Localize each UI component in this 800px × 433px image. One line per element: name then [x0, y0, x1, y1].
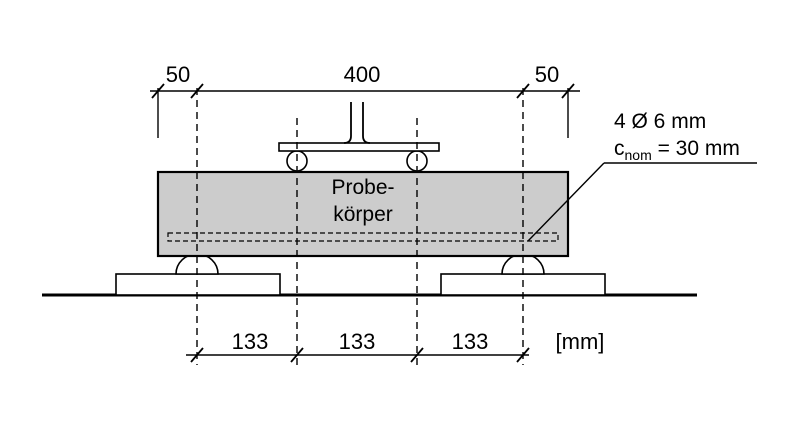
dim-bottom-span-1: 133	[232, 329, 269, 354]
concrete-cover-label: cnom = 30 mm	[614, 137, 740, 163]
cover-subscript: nom	[625, 147, 652, 163]
specimen-label-line1: Probe-	[331, 176, 394, 199]
bottom-tick-1	[190, 347, 204, 363]
bottom-tick-3	[410, 347, 424, 363]
reinforcement-bars-label: 4 Ø 6 mm	[614, 110, 706, 133]
bottom-tick-4	[516, 347, 530, 363]
dim-top-left: 50	[166, 62, 190, 87]
cover-value: = 30 mm	[652, 137, 740, 160]
load-stem	[343, 102, 371, 144]
reinforcement-leader-diagonal	[527, 162, 605, 242]
dim-bottom-span-3: 133	[452, 329, 489, 354]
top-tick-3	[516, 83, 530, 99]
cover-symbol: c	[614, 137, 625, 160]
top-tick-2	[190, 83, 204, 99]
top-tick-4	[561, 83, 575, 99]
dim-top-right: 50	[535, 62, 559, 87]
top-tick-1	[151, 83, 165, 99]
dim-bottom-span-2: 133	[339, 329, 376, 354]
load-spreader-beam	[278, 142, 440, 152]
bottom-tick-2	[290, 347, 304, 363]
specimen-label-line2: körper	[333, 203, 393, 226]
specimen-beam	[156, 170, 570, 258]
dim-top-middle: 400	[344, 62, 381, 87]
dim-unit: [mm]	[556, 329, 605, 354]
reinforcement-bars	[167, 232, 559, 242]
left-support-block	[115, 273, 281, 296]
